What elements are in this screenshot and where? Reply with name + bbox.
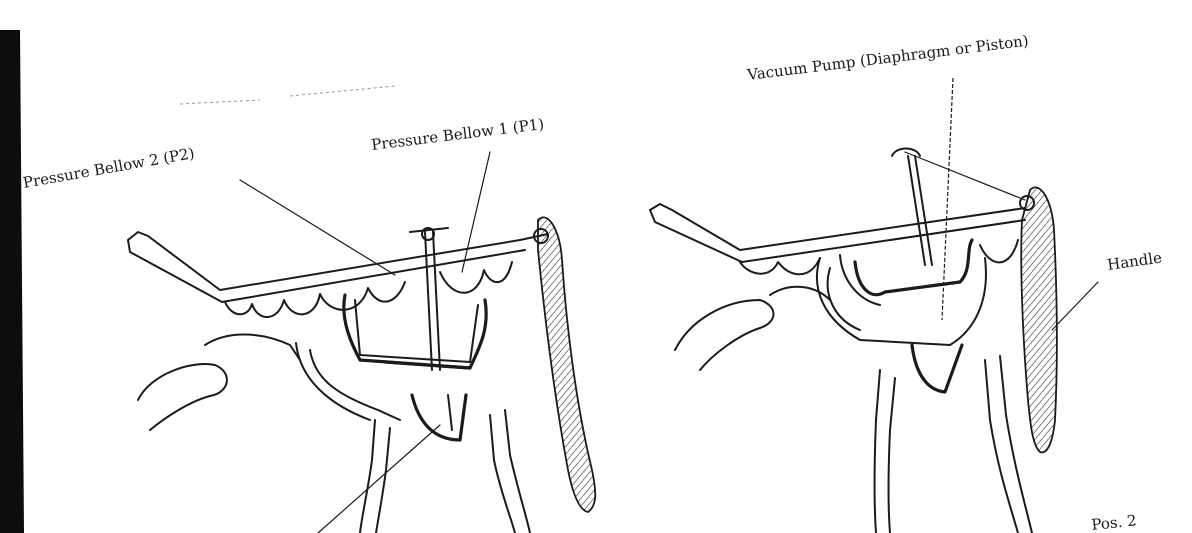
left-bellow-p1 bbox=[440, 262, 512, 293]
left-handle bbox=[538, 217, 595, 512]
right-top-lever bbox=[650, 204, 1025, 250]
faint-dashes bbox=[180, 100, 260, 104]
right-pump-assembly bbox=[650, 149, 1057, 533]
leader-line-p1 bbox=[462, 152, 490, 272]
right-piston-rod bbox=[908, 156, 925, 265]
right-handle bbox=[1021, 187, 1057, 452]
label-pressure-bellow-2: Pressure Bellow 2 (P2) bbox=[22, 144, 196, 192]
label-position: Pos. 2 bbox=[1091, 511, 1138, 533]
leader-line-p2 bbox=[240, 180, 395, 275]
page-edge-shadow bbox=[0, 30, 24, 533]
label-vacuum-pump: Vacuum Pump (Diaphragm or Piston) bbox=[745, 32, 1029, 84]
right-spout bbox=[675, 300, 774, 370]
label-pressure-bellow-1: Pressure Bellow 1 (P1) bbox=[370, 115, 545, 154]
left-bellow-p2 bbox=[225, 282, 405, 317]
left-bowl bbox=[344, 295, 486, 368]
left-lower-leg bbox=[360, 420, 375, 533]
right-bellow bbox=[740, 240, 1018, 274]
label-handle: Handle bbox=[1106, 248, 1163, 273]
left-spout bbox=[138, 364, 227, 430]
left-pump-assembly bbox=[128, 217, 595, 533]
left-lower-leg-right bbox=[490, 415, 515, 533]
faint-dashes bbox=[290, 86, 395, 96]
leader-line-handle bbox=[1052, 282, 1098, 330]
right-diaphragm bbox=[855, 240, 972, 295]
